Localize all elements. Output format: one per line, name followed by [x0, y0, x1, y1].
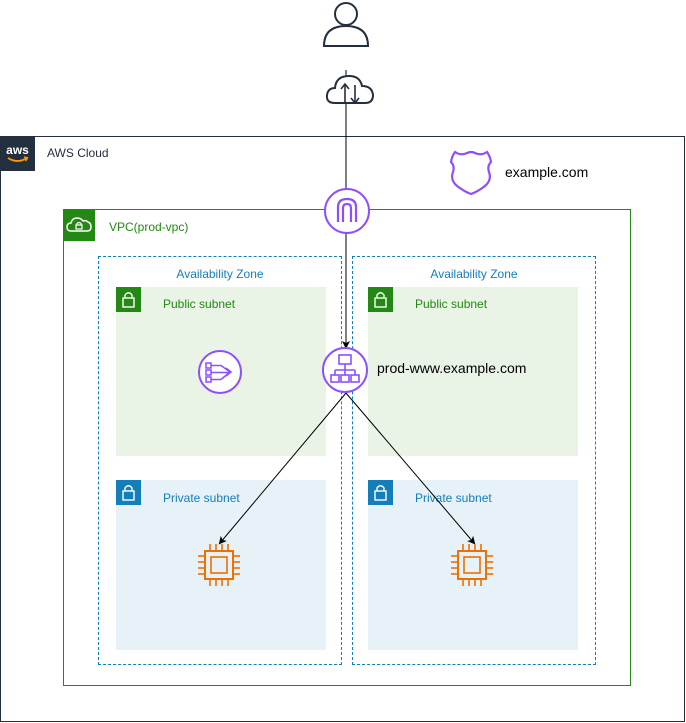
private-subnet-lock-icon [368, 480, 393, 505]
aws-logo-icon: aws [0, 136, 35, 171]
private-subnet-left-label: Private subnet [163, 491, 240, 505]
ec2-instance-icon [195, 541, 243, 589]
public-subnet-right [368, 287, 578, 456]
lb-to-ec2-right-arrow [345, 392, 476, 545]
public-subnet-lock-icon [116, 287, 141, 312]
route53-domain-label: example.com [505, 164, 589, 180]
public-subnet-lock-icon [368, 287, 393, 312]
availability-zone-right-label: Availability Zone [430, 267, 518, 281]
aws-cloud-label: AWS Cloud [47, 146, 109, 160]
aws-cloud-group [0, 136, 685, 722]
private-subnet-left [116, 480, 326, 650]
lb-to-ec2-left-arrow [218, 392, 347, 545]
route53-shield-icon [447, 150, 495, 196]
internet-gateway-icon [323, 187, 371, 235]
ec2-instance-icon [448, 541, 496, 589]
private-subnet-right-label: Private subnet [415, 491, 492, 505]
private-subnet-lock-icon [116, 480, 141, 505]
user-icon [321, 0, 371, 48]
svg-text:aws: aws [6, 143, 29, 157]
public-subnet-left-label: Public subnet [163, 297, 236, 311]
load-balancer-label: prod-www.example.com [377, 360, 527, 376]
internet-cloud-icon [325, 72, 375, 106]
load-balancer-icon [321, 346, 369, 394]
public-subnet-right-label: Public subnet [415, 297, 488, 311]
vpc-label: VPC(prod-vpc) [109, 220, 189, 234]
nat-gateway-icon [197, 349, 243, 395]
availability-zone-right [352, 256, 596, 665]
availability-zone-left-label: Availability Zone [176, 267, 264, 281]
vpc-cloud-lock-icon [63, 209, 95, 241]
availability-zone-left [98, 256, 342, 665]
private-subnet-right [368, 480, 578, 650]
